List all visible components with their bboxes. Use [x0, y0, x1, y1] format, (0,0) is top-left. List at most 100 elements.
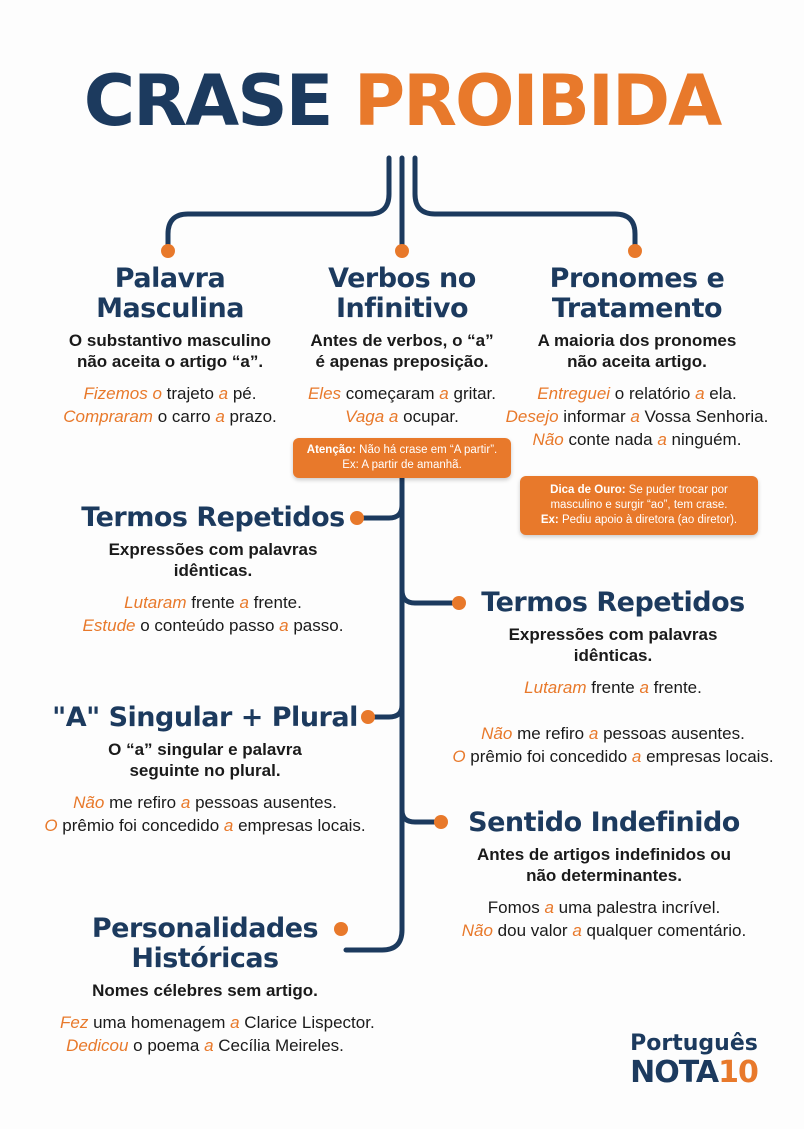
example-text: Fomos	[487, 898, 545, 917]
node-description-line: Expressões com palavras	[508, 625, 718, 644]
node-title-line: Pronomes e	[549, 263, 725, 294]
node-examples: Eles começaram a gritar.Vaga a ocupar.	[282, 382, 522, 428]
main-spine	[343, 475, 405, 953]
example-line: Vaga a ocupar.	[282, 405, 522, 428]
node-description-line: O “a” singular e palavra	[108, 740, 302, 759]
branch-rep1	[357, 502, 405, 521]
example-text: empresas locais.	[641, 747, 774, 766]
example-text: prazo.	[224, 407, 277, 426]
branch-sing	[369, 702, 405, 720]
node-description-line: O substantivo masculino	[68, 331, 272, 350]
example-highlight: a	[630, 407, 640, 426]
connector-left	[165, 155, 392, 251]
node-title-line: "A" Singular + Plural	[52, 702, 358, 733]
node-examples: Lutaram frente a frente. Não me refiro a…	[440, 676, 786, 768]
node-examples: Entreguei o relatório a ela.Desejo infor…	[492, 382, 782, 451]
example-line: Não me refiro a pessoas ausentes.	[40, 791, 370, 814]
example-line	[440, 699, 786, 722]
node-description-line: não determinantes.	[526, 866, 682, 885]
example-text: uma homenagem	[88, 1013, 231, 1032]
example-text: o conteúdo passo	[135, 616, 280, 635]
node-title-line: Termos Repetidos	[81, 502, 345, 533]
example-text: conte nada	[563, 430, 658, 449]
example-highlight: Dedicou	[66, 1036, 129, 1055]
example-highlight: a	[544, 898, 554, 917]
example-text: trajeto	[161, 384, 219, 403]
example-line: Compraram o carro a prazo.	[40, 405, 300, 428]
example-text: uma palestra incrível.	[553, 898, 721, 917]
example-highlight: a	[239, 593, 249, 612]
example-highlight: a	[388, 407, 399, 426]
example-highlight: a	[218, 384, 229, 403]
branch-rep2	[399, 587, 457, 606]
dot-masc	[161, 244, 175, 258]
example-line: Fez uma homenagem a Clarice Lispector.	[60, 1011, 375, 1034]
example-text: o poema	[128, 1036, 205, 1055]
example-text: pessoas ausentes.	[598, 724, 745, 743]
note-atencao-line2: Ex: A partir de amanhã.	[342, 459, 462, 471]
node-title-line: Verbos no	[328, 263, 476, 294]
example-line: Eles começaram a gritar.	[282, 382, 522, 405]
example-text: começaram	[341, 384, 440, 403]
node-title-line: Masculina	[96, 293, 244, 324]
example-highlight: Não	[461, 921, 493, 940]
node-description-line: não aceita artigo.	[567, 352, 707, 371]
example-highlight: O	[44, 816, 58, 835]
dot-indef	[434, 815, 448, 829]
example-highlight: Desejo	[505, 407, 559, 426]
node-title: Termos Repetidos	[72, 503, 354, 533]
example-highlight: o	[147, 384, 162, 403]
example-line: Lutaram frente a frente.	[72, 591, 354, 614]
example-line: O prêmio foi concedido a empresas locais…	[40, 814, 370, 837]
node-title: Termos Repetidos	[440, 588, 786, 618]
node-title-line: Termos Repetidos	[481, 587, 745, 618]
note-dica-label2: Ex:	[540, 514, 559, 526]
node-description-line: Expressões com palavras	[108, 540, 318, 559]
node-a-singular-plural: "A" Singular + Plural O “a” singular e pa…	[40, 703, 370, 837]
example-highlight: a	[439, 384, 449, 403]
example-text: qualquer comentário.	[581, 921, 747, 940]
node-description-line: A maioria dos pronomes	[537, 331, 737, 350]
example-text: ninguém.	[666, 430, 742, 449]
dot-verbos	[395, 244, 409, 258]
note-atencao: Atenção: Não há crase em “A partir”. Ex:…	[293, 438, 511, 478]
node-description-line: idênticas.	[573, 646, 653, 665]
node-description-line: Nomes célebres sem artigo.	[92, 981, 318, 1000]
example-line: Dedicou o poema a Cecília Meireles.	[60, 1034, 350, 1057]
example-highlight: Não	[73, 793, 105, 812]
example-highlight: Lutaram	[524, 678, 587, 697]
node-description-line: não aceita o artigo “a”.	[76, 352, 264, 371]
note-atencao-line1: Não há crase em “A partir”.	[355, 444, 498, 456]
note-dica-line2: masculino e surgir “ao”, tem crase.	[550, 499, 728, 511]
example-text: frente.	[648, 678, 702, 697]
example-text: frente	[586, 678, 640, 697]
note-dica-de-ouro: Dica de Ouro: Se puder trocar por mascul…	[520, 476, 758, 535]
node-description: O substantivo masculino não aceita o arti…	[40, 330, 300, 372]
node-title-line: Históricas	[131, 943, 279, 974]
example-text: informar	[558, 407, 631, 426]
example-highlight: a	[180, 793, 191, 812]
example-highlight: a	[572, 921, 582, 940]
node-examples: Não me refiro a pessoas ausentes.O prêmi…	[40, 791, 370, 837]
title-crase: CRASE	[83, 60, 334, 142]
title-proibida: PROIBIDA	[353, 60, 722, 142]
example-text: pessoas ausentes.	[190, 793, 337, 812]
brand-nota: NOTA	[630, 1055, 719, 1090]
node-description: A maioria dos pronomes não aceita artigo.	[492, 330, 782, 372]
example-highlight: Não	[481, 724, 513, 743]
node-description: Antes de verbos, o “a”é apenas preposiçã…	[282, 330, 522, 372]
node-description: Nomes célebres sem artigo.	[60, 980, 350, 1001]
example-text: ocupar.	[398, 407, 459, 426]
example-highlight: a	[204, 1036, 214, 1055]
note-dica-label: Dica de Ouro:	[550, 484, 626, 496]
node-title-line: Palavra	[114, 263, 226, 294]
node-title: "A" Singular + Plural	[40, 703, 370, 733]
example-highlight: a	[639, 678, 649, 697]
